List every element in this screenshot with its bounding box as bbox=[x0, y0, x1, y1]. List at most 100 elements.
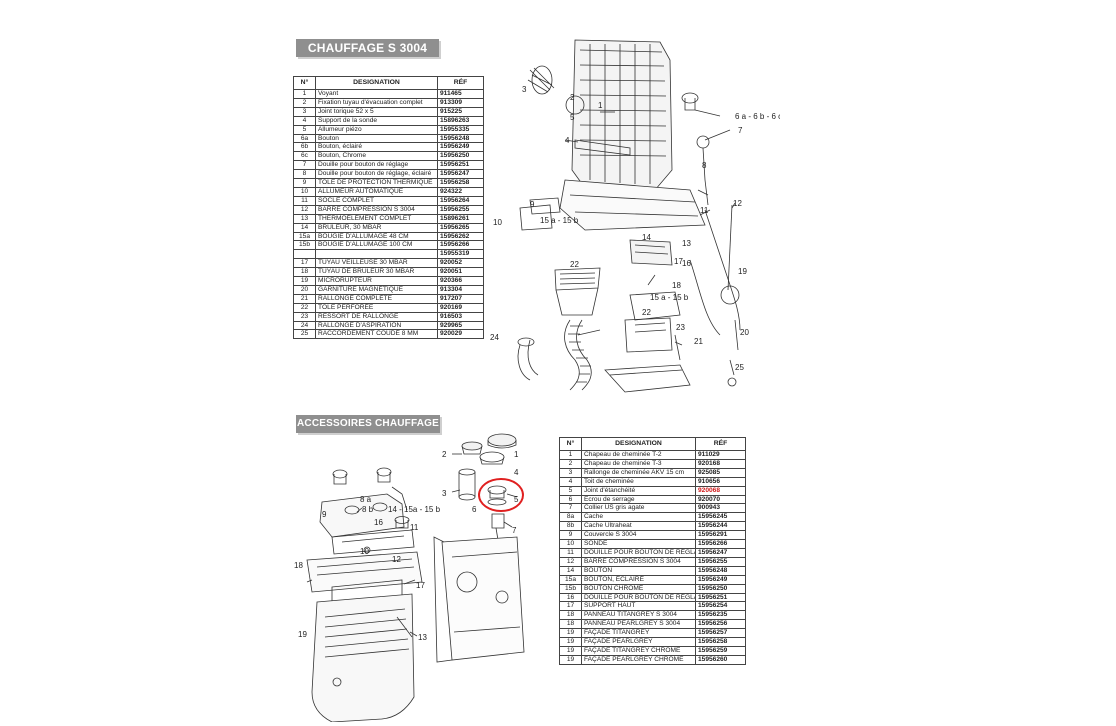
part-number-cell: 22 bbox=[293, 302, 316, 313]
part-ref-cell: 15956259 bbox=[695, 645, 746, 656]
diagram1-label-18: 18 bbox=[672, 281, 681, 290]
part-number-cell: 9 bbox=[293, 178, 316, 188]
part-designation-cell: BOUTON, ÉCLAIRÉ bbox=[581, 574, 696, 585]
part-number-cell: 21 bbox=[293, 293, 316, 304]
part-number-cell: 4 bbox=[293, 115, 316, 126]
part-number-cell: 13 bbox=[293, 213, 316, 224]
part-number-cell: 3 bbox=[293, 106, 316, 117]
part-designation-cell: Joint d'étanchéité bbox=[581, 485, 696, 496]
part-ref-cell: 15956250 bbox=[437, 151, 484, 162]
diagram1-label-13: 13 bbox=[682, 239, 691, 248]
part-designation-cell: TUYAU VEILLEUSE 30 MBAR bbox=[315, 258, 438, 269]
diagram1-label-25: 25 bbox=[735, 363, 744, 372]
part-ref-cell: 920169 bbox=[437, 302, 484, 313]
accessories-exploded-diagram: 1 2 3 4 5 6 7 8 a 8 b 9 10 11 12 13 14 -… bbox=[294, 433, 525, 722]
part-ref-cell: 917207 bbox=[437, 293, 484, 304]
part-designation-cell: RACCORDEMENT COUDÉ 8 MM bbox=[315, 329, 438, 340]
part-designation-cell: PANNEAU TITANGREY S 3004 bbox=[581, 610, 696, 621]
diagram1-label-11: 11 bbox=[700, 206, 709, 215]
part-ref-cell: 913304 bbox=[437, 284, 484, 295]
part-designation-cell: TÔLE PERFORÉE bbox=[315, 302, 438, 313]
part-number-cell: 6 bbox=[559, 494, 582, 505]
part-number-cell: 7 bbox=[559, 503, 582, 514]
part-designation-cell: RALLONGE D'ASPIRATION bbox=[315, 320, 438, 331]
part-designation-cell: BOUTON bbox=[581, 565, 696, 576]
part-number-cell: 15b bbox=[293, 240, 316, 251]
diagram1-label-22-top: 22 bbox=[570, 260, 579, 269]
part-number-cell: 4 bbox=[559, 476, 582, 487]
part-designation-cell: BARRE COMPRESSION S 3004 bbox=[581, 556, 696, 567]
part-ref-cell: 15956264 bbox=[437, 195, 484, 206]
part-ref-cell: 924322 bbox=[437, 186, 484, 197]
part-ref-cell: 15956257 bbox=[695, 628, 746, 639]
part-number-cell: 19 bbox=[559, 645, 582, 656]
diagram1-label-15ab-bottom: 15 a - 15 b bbox=[650, 293, 689, 302]
part-number-cell: 19 bbox=[559, 628, 582, 639]
part-number-cell: 17 bbox=[293, 258, 316, 269]
part-ref-cell: 15956248 bbox=[437, 133, 484, 144]
part-number-cell: 15b bbox=[559, 583, 582, 594]
part-designation-cell: Support de la sonde bbox=[315, 115, 438, 126]
diagram2-label-3: 3 bbox=[442, 489, 447, 498]
part-number-cell: 1 bbox=[559, 450, 582, 460]
part-designation-cell: Voyant bbox=[315, 89, 438, 99]
part-ref-cell: 920052 bbox=[437, 258, 484, 269]
diagram2-label-10: 10 bbox=[360, 547, 369, 556]
diagram1-label-3: 3 bbox=[522, 85, 527, 94]
part-ref-cell: 913309 bbox=[437, 97, 484, 108]
part-ref-cell: 15896263 bbox=[437, 115, 484, 126]
diagram1-label-19: 19 bbox=[738, 267, 747, 276]
part-number-cell: 10 bbox=[293, 186, 316, 197]
part-designation-cell: Douille pour bouton de réglage bbox=[315, 160, 438, 171]
heater-exploded-diagram: 1 2 3 4 5 6 a - 6 b - 6 c 7 8 9 10 11 12… bbox=[490, 39, 780, 393]
part-number-cell: 8b bbox=[559, 521, 582, 532]
col-header-ref: RÉF bbox=[695, 437, 746, 451]
col-header-number: N° bbox=[293, 76, 316, 90]
part-designation-cell: BOUTON CHROMÉ bbox=[581, 583, 696, 594]
part-designation-cell: RESSORT DE RALLONGE bbox=[315, 311, 438, 322]
part-designation-cell: TÔLE DE PROTECTION THERMIQUE bbox=[315, 178, 438, 188]
part-designation-cell: Fixation tuyau d'évacuation complet bbox=[315, 97, 438, 108]
part-designation-cell: Douille pour bouton de réglage, éclairé bbox=[315, 169, 438, 180]
section1-title: CHAUFFAGE S 3004 bbox=[296, 39, 439, 57]
part-ref-cell: 15956247 bbox=[695, 547, 746, 558]
diagram2-label-11: 11 bbox=[410, 523, 419, 532]
part-ref-cell: 911029 bbox=[695, 450, 746, 460]
part-ref-cell: 915225 bbox=[437, 106, 484, 117]
part-number-cell bbox=[293, 249, 316, 260]
diagram1-label-2: 2 bbox=[570, 93, 575, 102]
part-number-cell: 5 bbox=[293, 124, 316, 135]
part-ref-cell: 920070 bbox=[695, 494, 746, 505]
part-designation-cell: SUPPORT HAUT bbox=[581, 601, 696, 612]
part-ref-cell: 15956254 bbox=[695, 601, 746, 612]
part-designation-cell: FAÇADE TITANGREY bbox=[581, 628, 696, 639]
diagram1-label-5: 5 bbox=[570, 113, 575, 122]
diagram2-label-1: 1 bbox=[514, 450, 519, 459]
part-ref-cell: 916503 bbox=[437, 311, 484, 322]
part-ref-cell: 15956244 bbox=[695, 521, 746, 532]
part-designation-cell: Bouton, Chrome bbox=[315, 151, 438, 162]
part-ref-cell: 15956266 bbox=[695, 539, 746, 549]
part-ref-cell: 910656 bbox=[695, 476, 746, 487]
part-designation-cell: Couvercle S 3004 bbox=[581, 530, 696, 541]
part-number-cell: 11 bbox=[293, 195, 316, 206]
part-number-cell: 8a bbox=[559, 512, 582, 523]
part-number-cell: 6a bbox=[293, 133, 316, 144]
diagram1-label-23: 23 bbox=[676, 323, 685, 332]
